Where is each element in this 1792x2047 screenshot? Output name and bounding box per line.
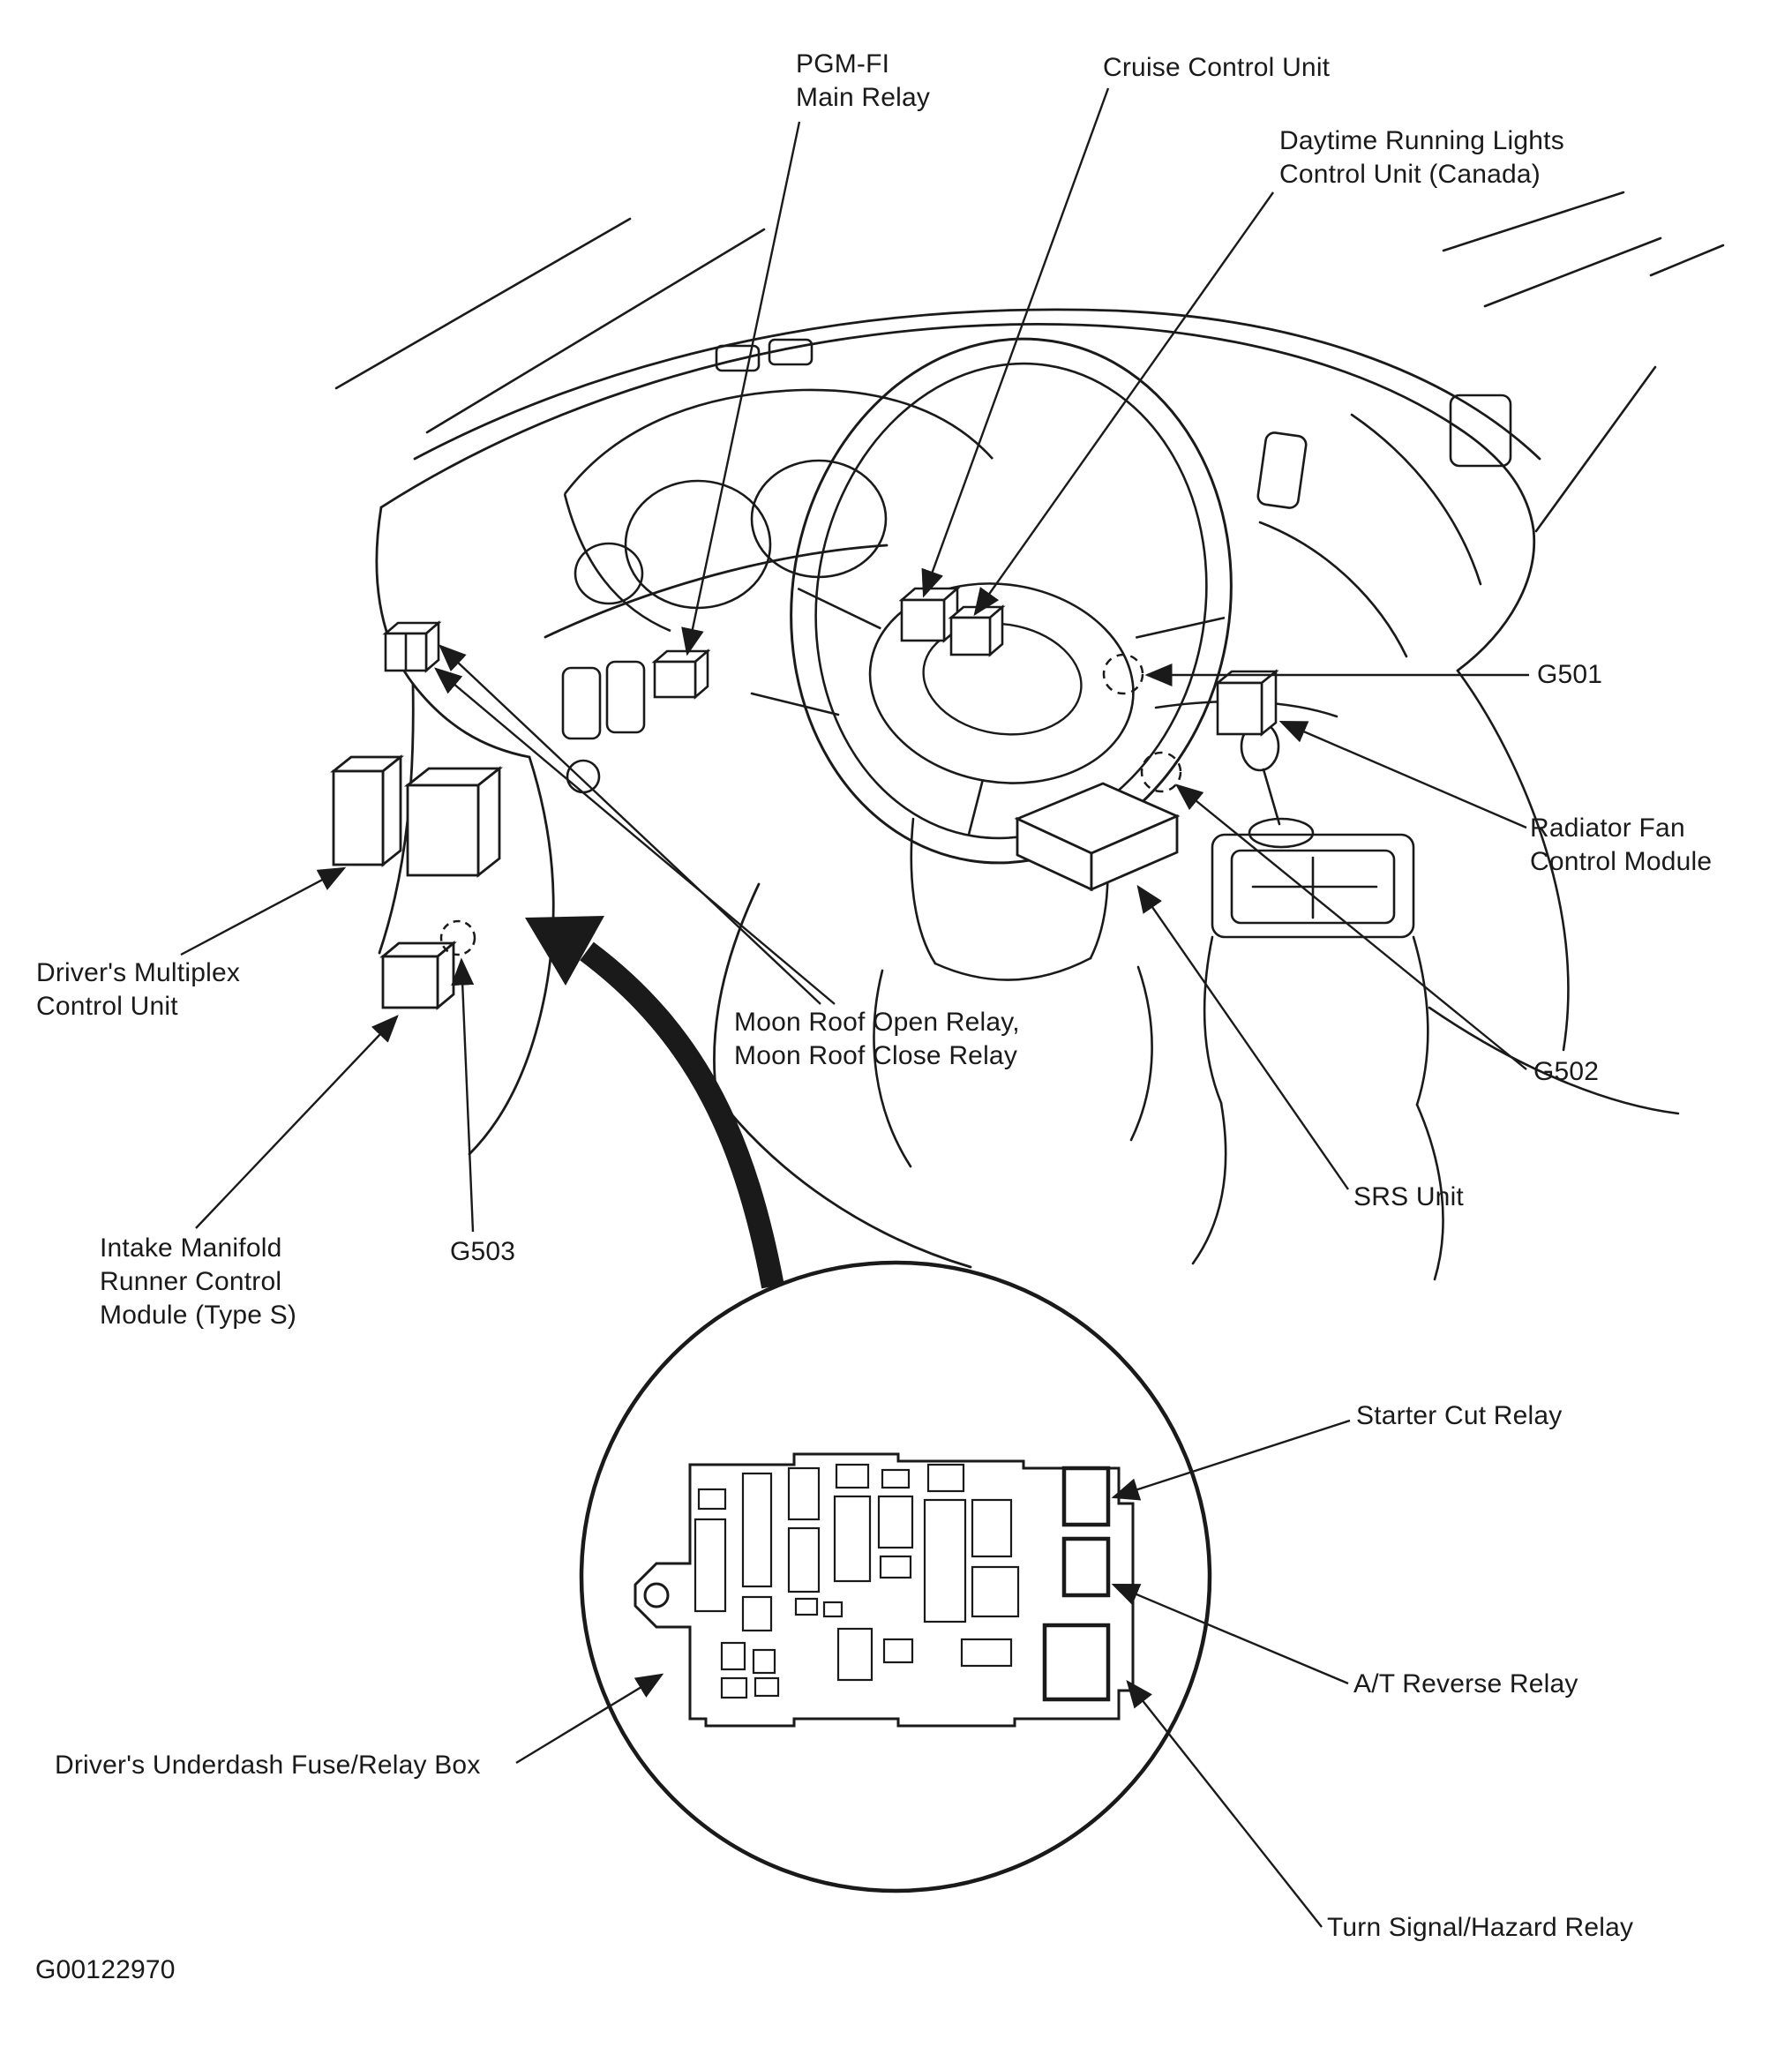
leader-pgm-fi <box>681 121 801 656</box>
steering-column <box>750 692 1153 1168</box>
figure-id: G00122970 <box>35 1955 176 1984</box>
leader-moon-roof-open <box>439 644 821 1005</box>
label-moon-roof-relays: Moon Roof Open Relay, Moon Roof Close Re… <box>734 1008 1020 1070</box>
ground-g501-circle <box>1102 653 1144 695</box>
starter-cut-relay <box>1061 1466 1111 1527</box>
label-cruise-control-unit: Cruise Control Unit <box>1103 53 1331 82</box>
label-daytime-running-lights: Daytime Running Lights Control Unit (Can… <box>1279 126 1564 189</box>
leader-multiplex <box>180 866 347 956</box>
turn-signal-hazard-relay <box>1042 1623 1111 1702</box>
steering-wheel <box>790 337 1233 865</box>
leader-underdash-box <box>515 1673 664 1765</box>
leader-starter-cut <box>1111 1419 1351 1501</box>
component-cruise-control-unit <box>898 586 961 643</box>
windshield-lines <box>334 191 1725 434</box>
dash-right-side <box>1256 365 1680 1115</box>
label-drivers-multiplex-control-unit: Driver's Multiplex Control Unit <box>36 958 241 1021</box>
leader-srs <box>1136 884 1349 1190</box>
dash-vents-left <box>561 660 646 794</box>
leader-turn-signal <box>1126 1679 1323 1928</box>
label-g503: G503 <box>450 1237 516 1266</box>
magnifier-detail <box>579 1260 1212 1893</box>
leader-lines <box>180 87 1529 1928</box>
fuses <box>694 1463 1020 1699</box>
label-intake-manifold-runner-module: Intake Manifold Runner Control Module (T… <box>100 1233 297 1330</box>
center-console-shifter <box>1154 700 1444 1281</box>
label-srs-unit: SRS Unit <box>1353 1182 1464 1211</box>
ground-g503-circle <box>439 919 476 956</box>
leader-moon-roof-close <box>434 667 836 1005</box>
leader-drl <box>973 191 1274 617</box>
label-radiator-fan-control-module: Radiator Fan Control Module <box>1530 814 1713 876</box>
component-drivers-multiplex-control-unit <box>330 754 504 878</box>
ground-points <box>439 653 1182 956</box>
label-turn-signal-hazard-relay: Turn Signal/Hazard Relay <box>1327 1913 1634 1942</box>
label-at-reverse-relay: A/T Reverse Relay <box>1353 1669 1578 1698</box>
leader-at-reverse <box>1111 1583 1349 1685</box>
component-moon-roof-relays <box>382 620 442 673</box>
component-srs-unit <box>1014 782 1181 892</box>
ground-g502-circle <box>1140 751 1182 793</box>
dashboard-outline <box>375 308 1541 1269</box>
component-daytime-running-lights-unit <box>948 604 1006 657</box>
label-g501: G501 <box>1537 660 1603 689</box>
component-intake-manifold-runner-module <box>379 941 457 1010</box>
component-pgm-fi-main-relay <box>651 649 711 700</box>
zoom-arrow <box>525 916 784 1289</box>
label-starter-cut-relay: Starter Cut Relay <box>1356 1401 1563 1430</box>
instrument-cluster <box>563 338 993 633</box>
leader-g502 <box>1174 784 1527 1070</box>
leader-g503 <box>451 957 475 1233</box>
leader-cruise <box>921 87 1110 598</box>
leader-intake <box>195 1015 399 1229</box>
at-reverse-relay <box>1061 1536 1111 1598</box>
label-drivers-underdash-fuse-relay-box: Driver's Underdash Fuse/Relay Box <box>55 1751 481 1780</box>
label-pgm-fi-main-relay: PGM-FI Main Relay <box>796 49 931 112</box>
leader-radiator-fan <box>1278 720 1527 829</box>
component-radiator-fan-control-module <box>1214 669 1279 737</box>
label-g502: G502 <box>1533 1057 1600 1086</box>
